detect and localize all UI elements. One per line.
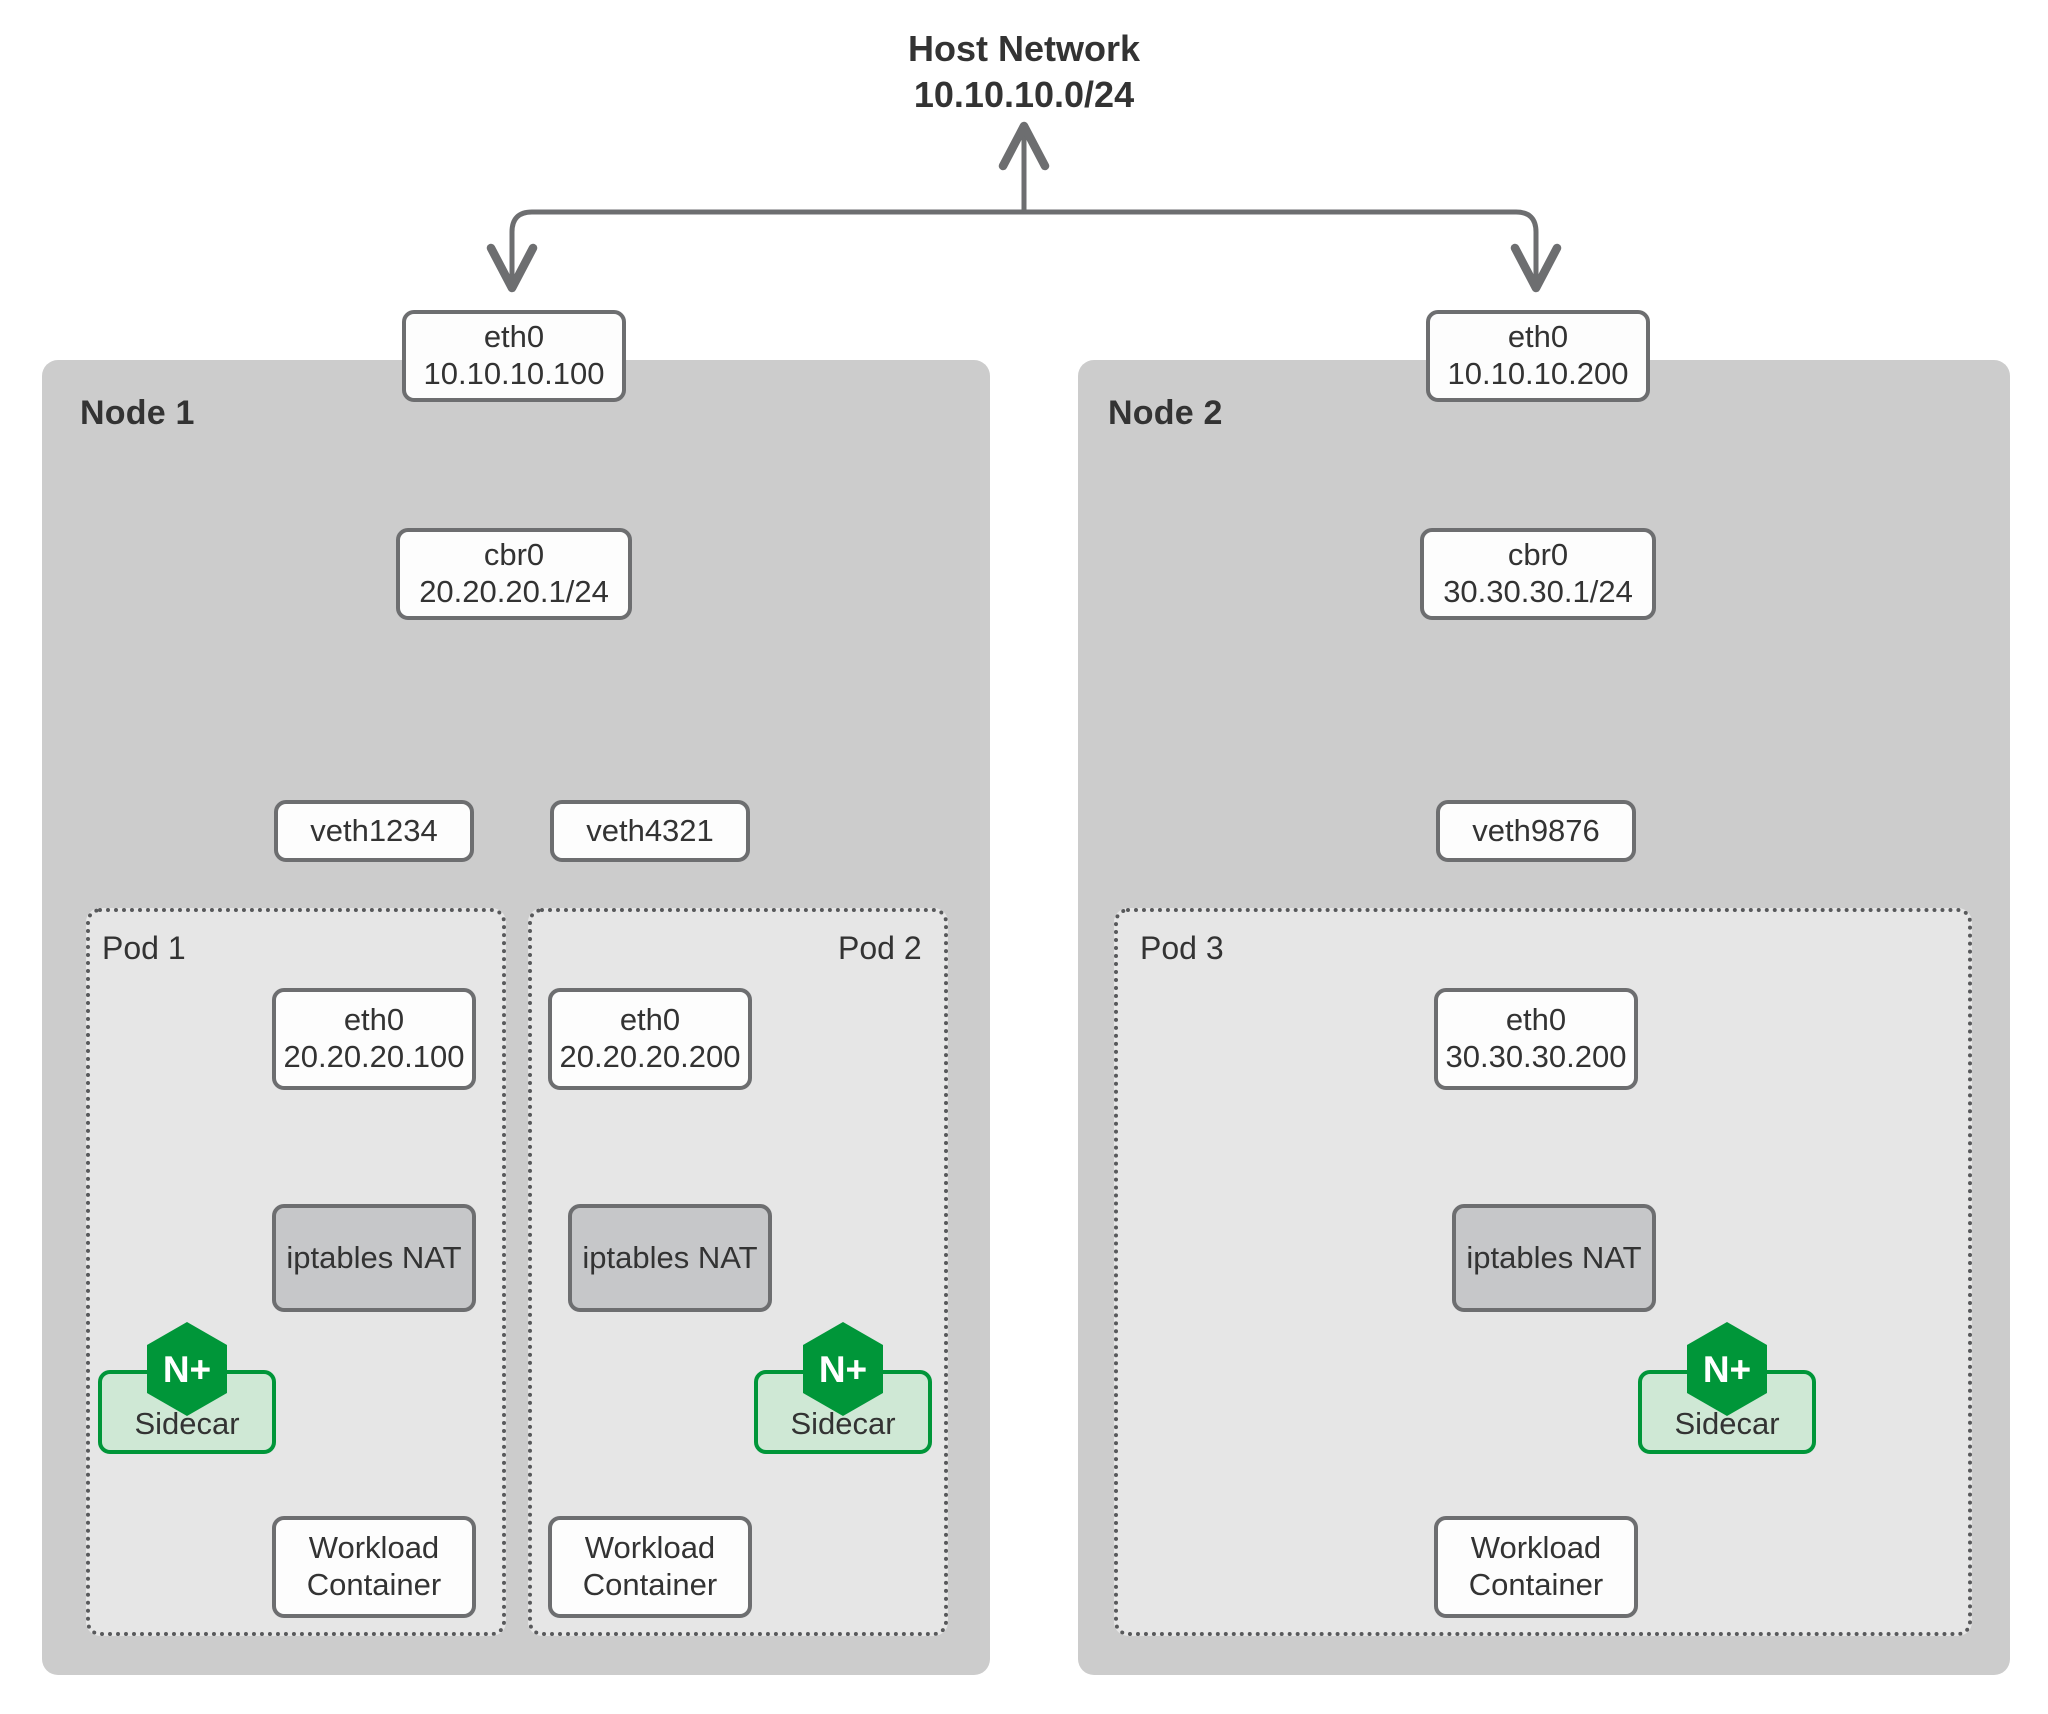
host-network-label: Host Network: [907, 28, 1141, 69]
veth4321-label: veth4321: [586, 812, 714, 848]
nginx-plus-logo-icon: N+: [803, 1322, 883, 1416]
pod-2-workload-line2: Container: [582, 1567, 718, 1602]
node-1-cbr0-ip: 20.20.20.1/24: [419, 574, 609, 609]
node-1-eth0-box[interactable]: eth0 10.10.10.100: [402, 310, 626, 402]
svg-text:N+: N+: [163, 1349, 211, 1390]
node-1-label: Node 1: [80, 394, 195, 432]
nginx-plus-logo-icon: N+: [147, 1322, 227, 1416]
pod-3-workload-container-box[interactable]: Workload Container: [1434, 1516, 1638, 1618]
pod-1-label: Pod 1: [102, 930, 186, 966]
pod-3-workload-line1: Workload: [1470, 1530, 1602, 1566]
pod-3-sidecar[interactable]: Sidecar N+: [1638, 1320, 1816, 1454]
node-2-eth0-ip: 10.10.10.200: [1447, 356, 1629, 391]
pod-1-eth0-box[interactable]: eth0 20.20.20.100: [272, 988, 476, 1090]
pod-1-eth0-ip: 20.20.20.100: [283, 1039, 465, 1074]
pod-2-eth0-box[interactable]: eth0 20.20.20.200: [548, 988, 752, 1090]
pod-2-sidecar[interactable]: Sidecar N+: [754, 1320, 932, 1454]
pod-2-iptables-nat-box[interactable]: iptables NAT: [568, 1204, 772, 1312]
pod-3-iptables-nat-box[interactable]: iptables NAT: [1452, 1204, 1656, 1312]
pod-1-iptables-label: iptables: [286, 1239, 394, 1275]
pod-1-sidecar[interactable]: Sidecar N+: [98, 1320, 276, 1454]
host-network-cidr: 10.10.10.0/24: [913, 74, 1135, 116]
pod-3-label: Pod 3: [1140, 930, 1224, 966]
node-1-cbr0-box[interactable]: cbr0 20.20.20.1/24: [396, 528, 632, 620]
pod-3-iptables-label: iptables: [1466, 1239, 1574, 1275]
node-2-eth0-box[interactable]: eth0 10.10.10.200: [1426, 310, 1650, 402]
pod-2-nat-label: NAT: [697, 1239, 758, 1275]
pod-2-workload-line1: Workload: [584, 1530, 716, 1566]
veth1234-label: veth1234: [310, 812, 438, 848]
pod-2-workload-container-box[interactable]: Workload Container: [548, 1516, 752, 1618]
node-1-eth0-name: eth0: [483, 319, 545, 355]
svg-text:N+: N+: [819, 1349, 867, 1390]
pod-2-eth0-name: eth0: [619, 1002, 681, 1038]
page-title: Host Network 10.10.10.0/24: [724, 26, 1324, 118]
nginx-plus-logo-icon: N+: [1687, 1322, 1767, 1416]
svg-text:N+: N+: [1703, 1349, 1751, 1390]
node-2-cbr0-box[interactable]: cbr0 30.30.30.1/24: [1420, 528, 1656, 620]
veth9876-label: veth9876: [1472, 812, 1600, 848]
node-2-cbr0-ip: 30.30.30.1/24: [1443, 574, 1633, 609]
pod-3-eth0-ip: 30.30.30.200: [1445, 1039, 1627, 1074]
pod-3-eth0-box[interactable]: eth0 30.30.30.200: [1434, 988, 1638, 1090]
pod-1-workload-line2: Container: [306, 1567, 442, 1602]
pod-1-eth0-name: eth0: [343, 1002, 405, 1038]
pod-1-nat-label: NAT: [401, 1239, 462, 1275]
node-2-label: Node 2: [1108, 394, 1223, 432]
pod-2-iptables-label: iptables: [582, 1239, 690, 1275]
pod-3-eth0-name: eth0: [1505, 1002, 1567, 1038]
pod-1-workload-container-box[interactable]: Workload Container: [272, 1516, 476, 1618]
pod-3-workload-line2: Container: [1468, 1567, 1604, 1602]
veth-box-veth4321[interactable]: veth4321: [550, 800, 750, 862]
veth-box-veth1234[interactable]: veth1234: [274, 800, 474, 862]
pod-2-eth0-ip: 20.20.20.200: [559, 1039, 741, 1074]
wire-host-to-node2: [1021, 209, 1562, 293]
node-1-eth0-ip: 10.10.10.100: [423, 356, 605, 391]
pod-1-iptables-nat-box[interactable]: iptables NAT: [272, 1204, 476, 1312]
node-2-cbr0-name: cbr0: [1507, 537, 1569, 573]
node-1-cbr0-name: cbr0: [483, 537, 545, 573]
pod-1-workload-line1: Workload: [308, 1530, 440, 1566]
wire-host-to-node1: [486, 207, 1027, 293]
pod-3-nat-label: NAT: [1581, 1239, 1642, 1275]
node-2-eth0-name: eth0: [1507, 319, 1569, 355]
veth-box-veth9876[interactable]: veth9876: [1436, 800, 1636, 862]
pod-2-label: Pod 2: [838, 930, 922, 966]
